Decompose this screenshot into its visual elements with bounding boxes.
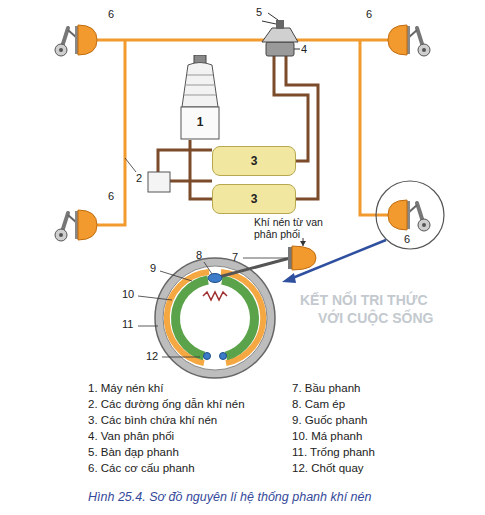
air-tank: 3 xyxy=(212,184,296,214)
key-line: 5. Bàn đạp phanh xyxy=(88,446,179,459)
callout-number: 6 xyxy=(108,8,114,21)
key-line: 9. Guốc phanh xyxy=(292,414,367,427)
callout-number: 9 xyxy=(150,262,156,275)
caption: Hình 25.4. Sơ đồ nguyên lí hệ thống phan… xyxy=(88,490,371,504)
key-line: 1. Máy nén khí xyxy=(88,382,163,395)
callout-number: 2 xyxy=(136,172,142,185)
callout-number: 11 xyxy=(122,318,133,331)
key-line: 7. Bầu phanh xyxy=(292,382,360,395)
callout-number: 8 xyxy=(196,249,202,262)
callout-number: 5 xyxy=(256,6,262,19)
compressor: 1 xyxy=(178,55,222,140)
callout-number: 10 xyxy=(122,288,134,301)
key-line: 11. Trống phanh xyxy=(292,446,375,459)
callout-number: 7 xyxy=(232,251,238,264)
callout-number: 3 xyxy=(251,192,258,206)
callout-number: 6 xyxy=(366,8,372,21)
air-pipe xyxy=(190,140,212,199)
key-line: 10. Má phanh xyxy=(292,430,362,443)
watermark: VỚI CUỘC SỐNG xyxy=(318,310,433,326)
callout-number: 3 xyxy=(251,154,258,168)
key-line: 8. Cam ép xyxy=(292,398,345,411)
note-label: Khí nén từ van phân phối xyxy=(254,216,342,240)
key-line: 12. Chốt quay xyxy=(292,462,364,475)
key-line: 6. Các cơ cấu phanh xyxy=(88,462,195,475)
watermark: KẾT NỐI TRI THỨC xyxy=(300,292,428,308)
callout-number: 6 xyxy=(108,190,114,203)
callout-number: 4 xyxy=(301,43,307,56)
air-tank: 3 xyxy=(212,146,296,176)
key-line: 2. Các đường ống dẫn khí nén xyxy=(88,398,245,411)
callout-number: 1 xyxy=(178,115,222,129)
callout-number: 12 xyxy=(146,350,158,363)
callout-number: 6 xyxy=(404,233,410,246)
key-line: 4. Van phân phối xyxy=(88,430,174,443)
key-line: 3. Các bình chứa khí nén xyxy=(88,414,217,427)
